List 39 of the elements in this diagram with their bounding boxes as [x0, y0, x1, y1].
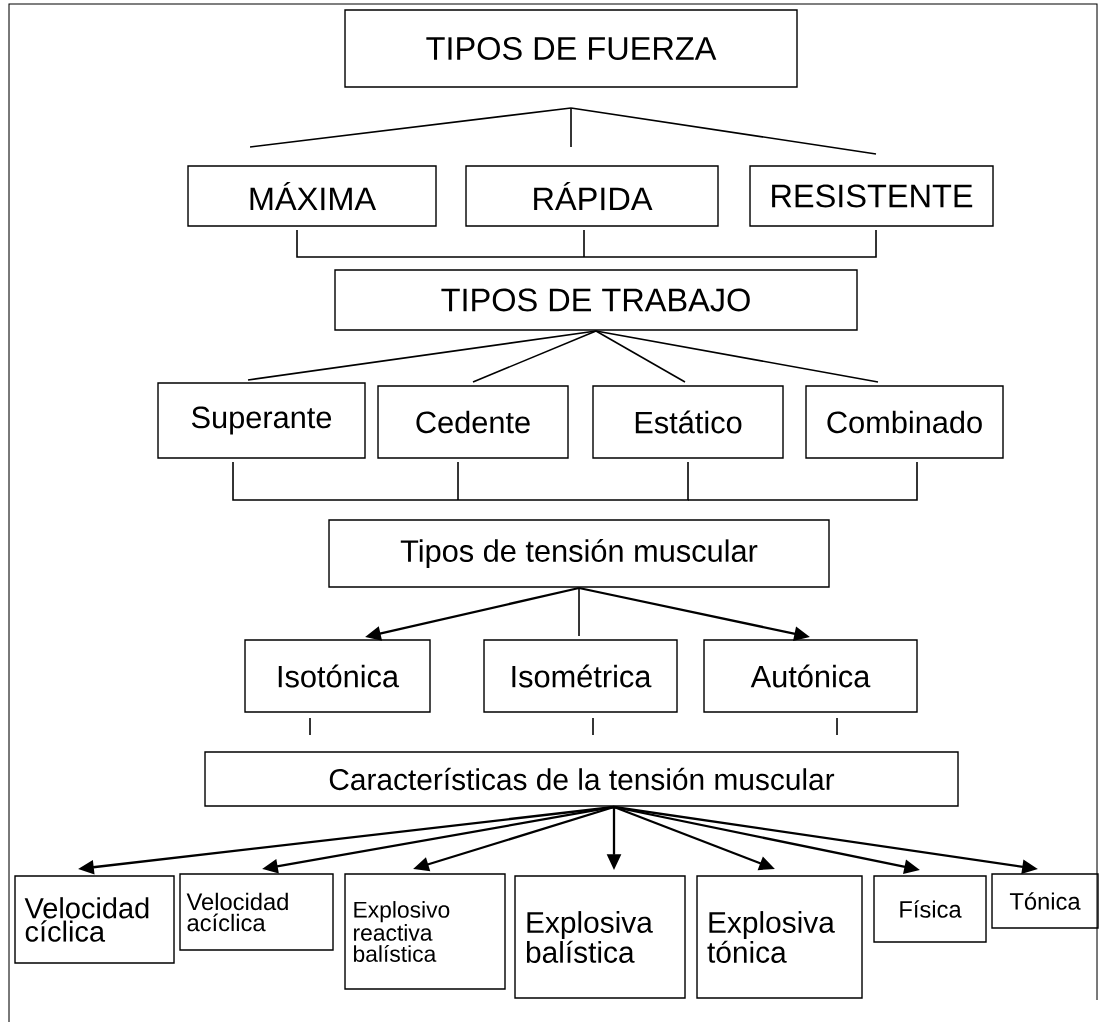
- connector-line: [296, 229, 585, 258]
- text-box: Velocidad cíclica: [14, 875, 175, 964]
- text-box: MÁXIMA: [187, 165, 437, 227]
- connector-line: [247, 330, 597, 381]
- connector-line: [583, 229, 877, 258]
- connector-line: [836, 717, 838, 736]
- text-box: Combinado: [805, 385, 1004, 459]
- text-box: Autónica: [703, 639, 918, 713]
- connector-line: [472, 330, 597, 383]
- text-box: Isotónica: [244, 639, 431, 713]
- connector-line: [570, 107, 877, 155]
- text-box: TIPOS DE TRABAJO: [334, 269, 858, 331]
- text-box: Explosivo reactiva balística: [344, 873, 506, 990]
- connector-line: [578, 587, 580, 637]
- text-box: Características de la tensión muscular: [204, 751, 959, 807]
- connector-line: [457, 461, 459, 501]
- connector-line: [457, 461, 689, 501]
- text-box: Física: [873, 875, 987, 943]
- text-box: Tipos de tensión muscular: [328, 519, 830, 588]
- text-box: Estático: [592, 385, 784, 459]
- connector-line: [595, 330, 686, 383]
- connector-line: [592, 717, 594, 736]
- text-box: Tónica: [991, 873, 1099, 929]
- connector-line: [232, 461, 459, 501]
- text-box: Velocidad acíclica: [179, 873, 334, 951]
- connector-line: [309, 717, 311, 736]
- text-box: Cedente: [377, 385, 569, 459]
- text-box: RESISTENTE: [749, 165, 994, 227]
- text-box: Superante: [157, 382, 366, 459]
- text-box: RÁPIDA: [465, 165, 719, 227]
- connector-line: [249, 107, 572, 148]
- text-box: Explosiva balística: [514, 875, 686, 999]
- text-box: Explosiva tónica: [696, 875, 863, 999]
- text-box: Isométrica: [483, 639, 678, 713]
- connector-line: [687, 461, 918, 501]
- connector-line: [595, 330, 879, 383]
- connector-line: [570, 107, 572, 148]
- connector-line: [583, 229, 585, 258]
- text-box: TIPOS DE FUERZA: [344, 9, 798, 88]
